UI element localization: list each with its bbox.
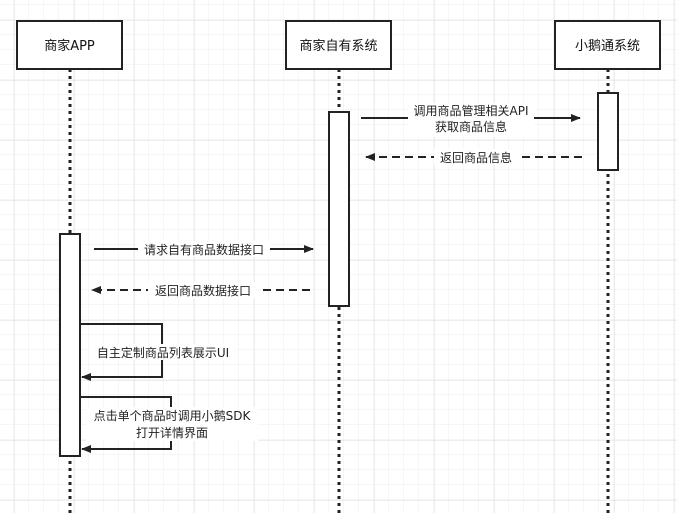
participant-label: 商家自有系统 bbox=[299, 38, 377, 54]
message-label: 返回商品数据接口 bbox=[155, 283, 251, 298]
message-label: 返回商品信息 bbox=[440, 150, 512, 165]
participant-app[interactable]: 商家APP bbox=[16, 20, 123, 70]
participant-own[interactable]: 商家自有系统 bbox=[285, 20, 392, 70]
message-self-open-detail[interactable]: 点击单个商品时调用小鹅SDK 打开详情界面 bbox=[80, 396, 258, 453]
activation-xp bbox=[597, 92, 619, 171]
message-return-own-data[interactable]: 返回商品数据接口 bbox=[91, 282, 310, 298]
activation-own bbox=[328, 111, 350, 307]
message-call-api[interactable]: 调用商品管理相关API 获取商品信息 bbox=[361, 103, 581, 137]
message-label: 打开详情界面 bbox=[136, 425, 208, 440]
participant-label: 商家APP bbox=[44, 38, 95, 54]
message-label: 点击单个商品时调用小鹅SDK bbox=[94, 408, 252, 423]
message-request-own-data[interactable]: 请求自有商品数据接口 bbox=[94, 241, 314, 257]
message-label: 调用商品管理相关API bbox=[414, 103, 529, 118]
message-label: 自主定制商品列表展示UI bbox=[97, 345, 229, 360]
participant-label: 小鹅通系统 bbox=[575, 38, 640, 54]
participant-xp[interactable]: 小鹅通系统 bbox=[554, 20, 661, 70]
message-self-custom-ui[interactable]: 自主定制商品列表展示UI bbox=[80, 323, 236, 381]
activation-app bbox=[59, 233, 81, 457]
message-return-goods[interactable]: 返回商品信息 bbox=[365, 149, 582, 165]
message-label: 获取商品信息 bbox=[435, 119, 507, 134]
message-label: 请求自有商品数据接口 bbox=[144, 242, 264, 257]
